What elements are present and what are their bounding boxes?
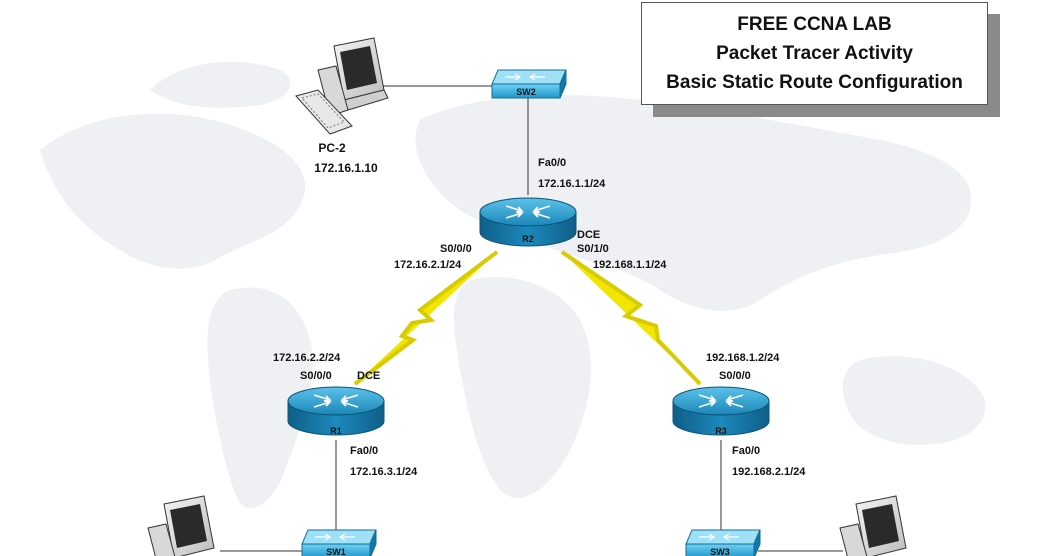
r3-router-icon[interactable] (672, 386, 770, 436)
links (220, 85, 843, 552)
pc2-ip: 172.16.1.10 (314, 161, 378, 175)
sw-right-label: SW3 (710, 547, 730, 556)
r1-label: R1 (330, 426, 342, 436)
pc-right-computer-icon[interactable] (839, 495, 907, 556)
pc2-name: PC-2 (318, 141, 346, 155)
pc-left-computer-icon[interactable] (147, 495, 215, 556)
r2-s010-label: S0/1/0 (577, 243, 609, 255)
serial-links (353, 250, 702, 386)
r2-s000-ip: 172.16.2.1/24 (394, 259, 462, 271)
r3-s-label: S0/0/0 (719, 370, 751, 382)
r1-fa-ip: 172.16.3.1/24 (350, 466, 418, 478)
sw2-switch-icon[interactable] (491, 69, 567, 99)
sw-right-switch-icon[interactable] (685, 529, 761, 556)
world-map-background (40, 61, 986, 509)
r2-router-icon[interactable] (479, 197, 577, 247)
sw2-label: SW2 (516, 87, 536, 97)
r2-label: R2 (522, 234, 534, 244)
title-line-3: Basic Static Route Configuration (666, 72, 963, 93)
pc2-computer-icon[interactable] (295, 37, 389, 135)
r1-s-ip: 172.16.2.2/24 (273, 352, 341, 364)
r1-fa-label: Fa0/0 (350, 445, 378, 457)
r1-router-icon[interactable] (287, 386, 385, 436)
r1-s-label: S0/0/0 (300, 370, 332, 382)
title-line-1: FREE CCNA LAB (737, 14, 892, 35)
title-box: FREE CCNA LAB Packet Tracer Activity Bas… (641, 2, 988, 105)
r3-fa-ip: 192.168.2.1/24 (732, 466, 806, 478)
title-line-2: Packet Tracer Activity (716, 43, 913, 64)
r2-s000-label: S0/0/0 (440, 243, 472, 255)
r2-fa-label: Fa0/0 (538, 157, 566, 169)
r1-dce-label: DCE (357, 370, 380, 382)
r3-fa-label: Fa0/0 (732, 445, 760, 457)
r2-fa-ip: 172.16.1.1/24 (538, 178, 606, 190)
sw-left-label: SW1 (326, 547, 346, 556)
sw-left-switch-icon[interactable] (301, 529, 377, 556)
r2-s010-ip: 192.168.1.1/24 (593, 259, 667, 271)
r3-label: R3 (715, 426, 727, 436)
r3-s-ip: 192.168.1.2/24 (706, 352, 780, 364)
r2-dce-label: DCE (577, 229, 600, 241)
